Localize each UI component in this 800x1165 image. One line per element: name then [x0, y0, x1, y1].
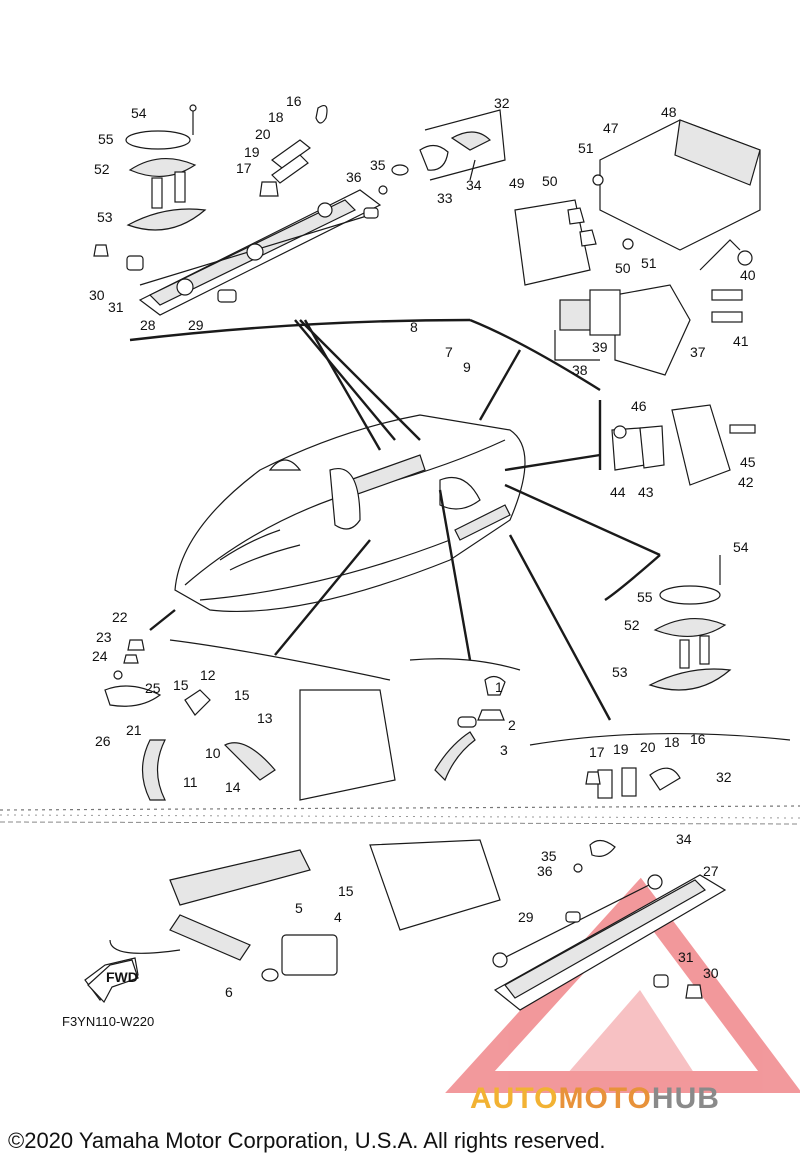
- part-number-label: 27: [703, 863, 719, 879]
- part-number-label: 18: [664, 734, 680, 750]
- part-number-label: 15: [338, 883, 354, 899]
- part-number-label: 43: [638, 484, 654, 500]
- part-number-label: 33: [437, 190, 453, 206]
- part-number-label: 32: [716, 769, 732, 785]
- part-number-label: 52: [624, 617, 640, 633]
- right-middle-assembly: [611, 404, 756, 691]
- part-number-label: 32: [494, 95, 510, 111]
- part-number-label: 46: [631, 398, 647, 414]
- part-number-label: 31: [678, 949, 694, 965]
- part-number-label: 55: [98, 131, 114, 147]
- part-number-label: 25: [145, 680, 161, 696]
- part-number-label: 48: [661, 104, 677, 120]
- part-number-label: 36: [346, 169, 362, 185]
- part-number-label: 7: [445, 344, 453, 360]
- part-number-label: 53: [612, 664, 628, 680]
- watercraft-hull: [174, 414, 526, 613]
- part-number-label: 4: [334, 909, 342, 925]
- part-number-label: 41: [733, 333, 749, 349]
- part-number-label: 44: [610, 484, 626, 500]
- watermark-text: AUTOMOTOHUB: [470, 1082, 720, 1116]
- watermark-hub: HUB: [651, 1082, 720, 1115]
- part-number-label: 21: [126, 722, 142, 738]
- part-number-label: 19: [244, 144, 260, 160]
- copyright-notice: ©2020 Yamaha Motor Corporation, U.S.A. A…: [8, 1128, 606, 1153]
- lower-right-assembly: [492, 732, 791, 1011]
- part-number-labels: 1234568791011121314151515161617171818191…: [89, 93, 756, 1000]
- part-number-label: 29: [518, 909, 534, 925]
- part-number-label: 17: [589, 744, 605, 760]
- lower-left-assembly: [84, 639, 501, 1002]
- part-number-label: 19: [613, 741, 629, 757]
- part-number-label: 52: [94, 161, 110, 177]
- part-number-label: 54: [733, 539, 749, 555]
- part-number-label: 34: [676, 831, 692, 847]
- part-number-label: 15: [234, 687, 250, 703]
- part-number-label: 34: [466, 177, 482, 193]
- part-number-label: 15: [173, 677, 189, 693]
- part-number-label: 51: [641, 255, 657, 271]
- part-number-label: 23: [96, 629, 112, 645]
- part-number-label: 37: [690, 344, 706, 360]
- top-right-assembly: [514, 119, 761, 376]
- part-number-label: 40: [740, 267, 756, 283]
- part-number-label: 12: [200, 667, 216, 683]
- fwd-arrow: FWD: [87, 959, 139, 1004]
- leader-lines: [149, 319, 661, 721]
- part-number-label: 5: [295, 900, 303, 916]
- part-number-label: 42: [738, 474, 754, 490]
- lower-middle-assembly: [409, 658, 521, 782]
- part-number-label: 35: [541, 848, 557, 864]
- part-number-label: 1: [495, 679, 503, 695]
- part-number-label: 54: [131, 105, 147, 121]
- part-number-label: 50: [542, 173, 558, 189]
- part-number-label: 29: [188, 317, 204, 333]
- part-number-label: 35: [370, 157, 386, 173]
- part-number-label: 28: [140, 317, 156, 333]
- watermark-auto: AUTO: [470, 1082, 559, 1115]
- diagram-reference-code: F3YN110-W220: [62, 1014, 155, 1029]
- part-number-label: 45: [740, 454, 756, 470]
- part-number-label: 16: [690, 731, 706, 747]
- part-number-label: 53: [97, 209, 113, 225]
- part-number-label: 22: [112, 609, 128, 625]
- part-number-label: 30: [89, 287, 105, 303]
- part-number-label: 13: [257, 710, 273, 726]
- part-number-label: 20: [255, 126, 271, 142]
- part-number-label: 18: [268, 109, 284, 125]
- part-number-label: 55: [637, 589, 653, 605]
- watermark-moto: MOTO: [558, 1082, 652, 1115]
- part-number-label: 20: [640, 739, 656, 755]
- part-number-label: 9: [463, 359, 471, 375]
- part-number-label: 11: [183, 774, 198, 790]
- part-number-label: 10: [205, 745, 221, 761]
- part-number-label: 38: [572, 362, 588, 378]
- part-number-label: 39: [592, 339, 608, 355]
- fwd-label: FWD: [106, 969, 138, 985]
- part-number-label: 26: [95, 733, 111, 749]
- part-number-label: 31: [108, 299, 124, 315]
- part-number-label: 36: [537, 863, 553, 879]
- part-number-label: 17: [236, 160, 252, 176]
- part-number-label: 2: [508, 717, 516, 733]
- part-number-label: 24: [92, 648, 108, 664]
- top-left-assembly: [93, 104, 601, 392]
- part-number-label: 49: [509, 175, 525, 191]
- part-number-label: 47: [603, 120, 619, 136]
- part-number-label: 6: [225, 984, 233, 1000]
- scan-seam: [0, 805, 800, 825]
- part-number-label: 30: [703, 965, 719, 981]
- part-number-label: 8: [410, 319, 418, 335]
- part-number-label: 16: [286, 93, 302, 109]
- part-number-label: 3: [500, 742, 508, 758]
- part-number-label: 50: [615, 260, 631, 276]
- part-number-label: 14: [225, 779, 241, 795]
- part-number-label: 51: [578, 140, 594, 156]
